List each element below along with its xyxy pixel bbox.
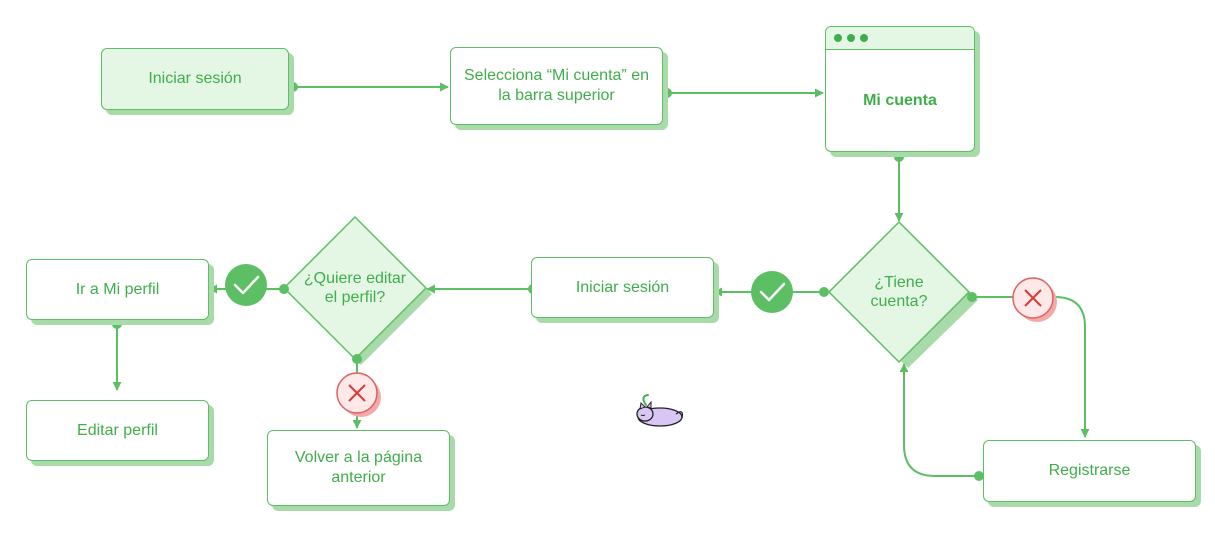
node-label: Selecciona “Mi cuenta” en la barra super… bbox=[464, 67, 649, 104]
check-icon bbox=[225, 264, 267, 306]
node-edit-profile[interactable]: Editar perfil bbox=[26, 400, 209, 461]
decision-label-has-account: ¿Tiene cuenta? bbox=[870, 274, 928, 310]
node-label: Volver a la página anterior bbox=[294, 449, 423, 486]
decision-diamond-has-account[interactable] bbox=[827, 220, 978, 368]
decision-label-edit-profile: ¿Quiere editar el perfil? bbox=[303, 270, 407, 306]
node-login[interactable]: Iniciar sesión bbox=[531, 257, 714, 318]
close-icon bbox=[336, 372, 381, 417]
window-titlebar bbox=[826, 27, 974, 50]
connectors bbox=[112, 82, 1090, 477]
node-select-account[interactable]: Selecciona “Mi cuenta” en la barra super… bbox=[450, 47, 663, 125]
window-dot-icon bbox=[834, 34, 842, 42]
sleeping-cat-icon bbox=[636, 394, 684, 427]
node-my-account-window[interactable]: Mi cuenta bbox=[825, 26, 975, 152]
node-label: Registrarse bbox=[1048, 462, 1131, 479]
decision-diamond-edit-profile[interactable] bbox=[282, 215, 432, 365]
node-label: Ir a Mi perfil bbox=[75, 280, 160, 298]
window-dot-icon bbox=[847, 34, 855, 42]
check-icon bbox=[751, 271, 793, 313]
node-label: Iniciar sesión bbox=[575, 278, 670, 296]
edge-register-back bbox=[899, 363, 979, 477]
close-icon bbox=[1012, 277, 1057, 322]
node-label: Iniciar sesión bbox=[148, 70, 242, 87]
node-go-profile[interactable]: Ir a Mi perfil bbox=[26, 259, 209, 320]
node-login-start[interactable]: Iniciar sesión bbox=[101, 48, 289, 110]
node-label: Mi cuenta bbox=[863, 91, 937, 109]
node-register[interactable]: Registrarse bbox=[983, 440, 1196, 502]
node-label: Editar perfil bbox=[77, 421, 158, 439]
node-go-back[interactable]: Volver a la página anterior bbox=[267, 430, 450, 506]
window-dot-icon bbox=[860, 34, 868, 42]
